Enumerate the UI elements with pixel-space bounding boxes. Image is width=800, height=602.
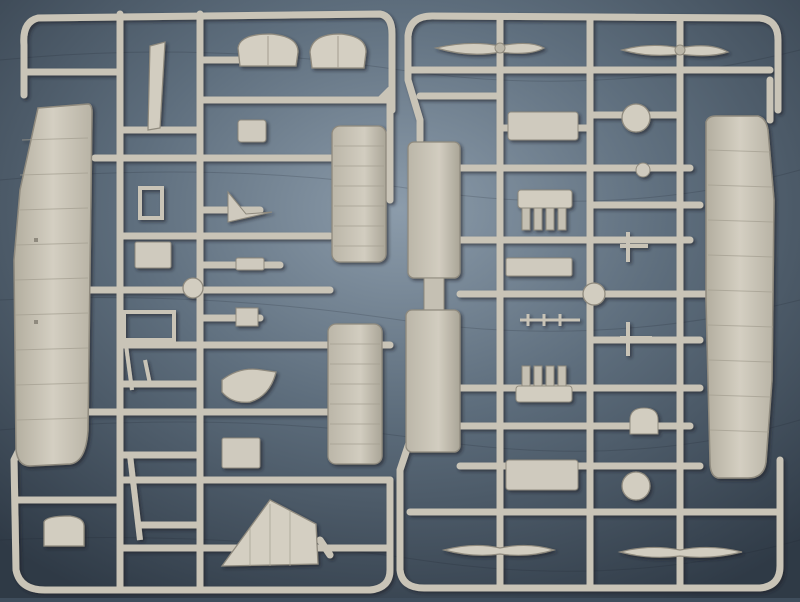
right-lower-wing	[705, 115, 775, 479]
propeller-top-right	[619, 44, 730, 57]
fuselage-panel-bottom	[405, 309, 461, 453]
gun-mount-bottom	[620, 322, 652, 356]
engine-top	[517, 189, 573, 231]
small-disc	[635, 162, 651, 178]
leg-part	[124, 344, 152, 391]
radiator-part	[507, 111, 579, 141]
small-block	[235, 307, 259, 327]
bracket-part	[138, 186, 164, 220]
left-upper-wing	[13, 103, 93, 467]
strut-piece	[147, 41, 166, 131]
rudder-part	[220, 499, 319, 567]
propeller-top-left	[433, 42, 546, 55]
gun-mount-top	[620, 232, 648, 262]
left-sprue-frame	[10, 10, 396, 594]
box-part	[221, 437, 261, 469]
propeller-bottom-right	[617, 546, 743, 558]
small-part	[237, 119, 267, 143]
engine-bottom	[515, 365, 573, 403]
tailplane-halves	[237, 33, 367, 69]
cowling-part	[221, 368, 277, 403]
wheel-top	[621, 103, 651, 133]
gun-part	[235, 257, 265, 271]
left-aileron-top	[331, 125, 387, 263]
wheel-left	[182, 277, 204, 299]
small-sprue-bits	[520, 314, 580, 326]
floor-plate	[134, 241, 172, 269]
seat-part	[43, 515, 85, 547]
left-sprue	[10, 10, 396, 594]
wheel-middle	[582, 282, 606, 306]
seat-frame	[122, 310, 176, 342]
radiator-bottom	[505, 459, 579, 491]
left-aileron-bottom	[327, 323, 383, 465]
strut-lower	[127, 454, 143, 541]
fin-part	[227, 190, 273, 223]
fuselage-panel-top	[407, 141, 461, 279]
radiator-middle	[505, 257, 573, 277]
propeller-bottom-left	[441, 544, 557, 556]
wheel-bottom	[621, 471, 651, 501]
tank-part	[629, 407, 659, 435]
right-sprue	[396, 12, 784, 592]
right-sprue-frame	[396, 12, 784, 592]
fuselage-connector	[423, 277, 445, 311]
